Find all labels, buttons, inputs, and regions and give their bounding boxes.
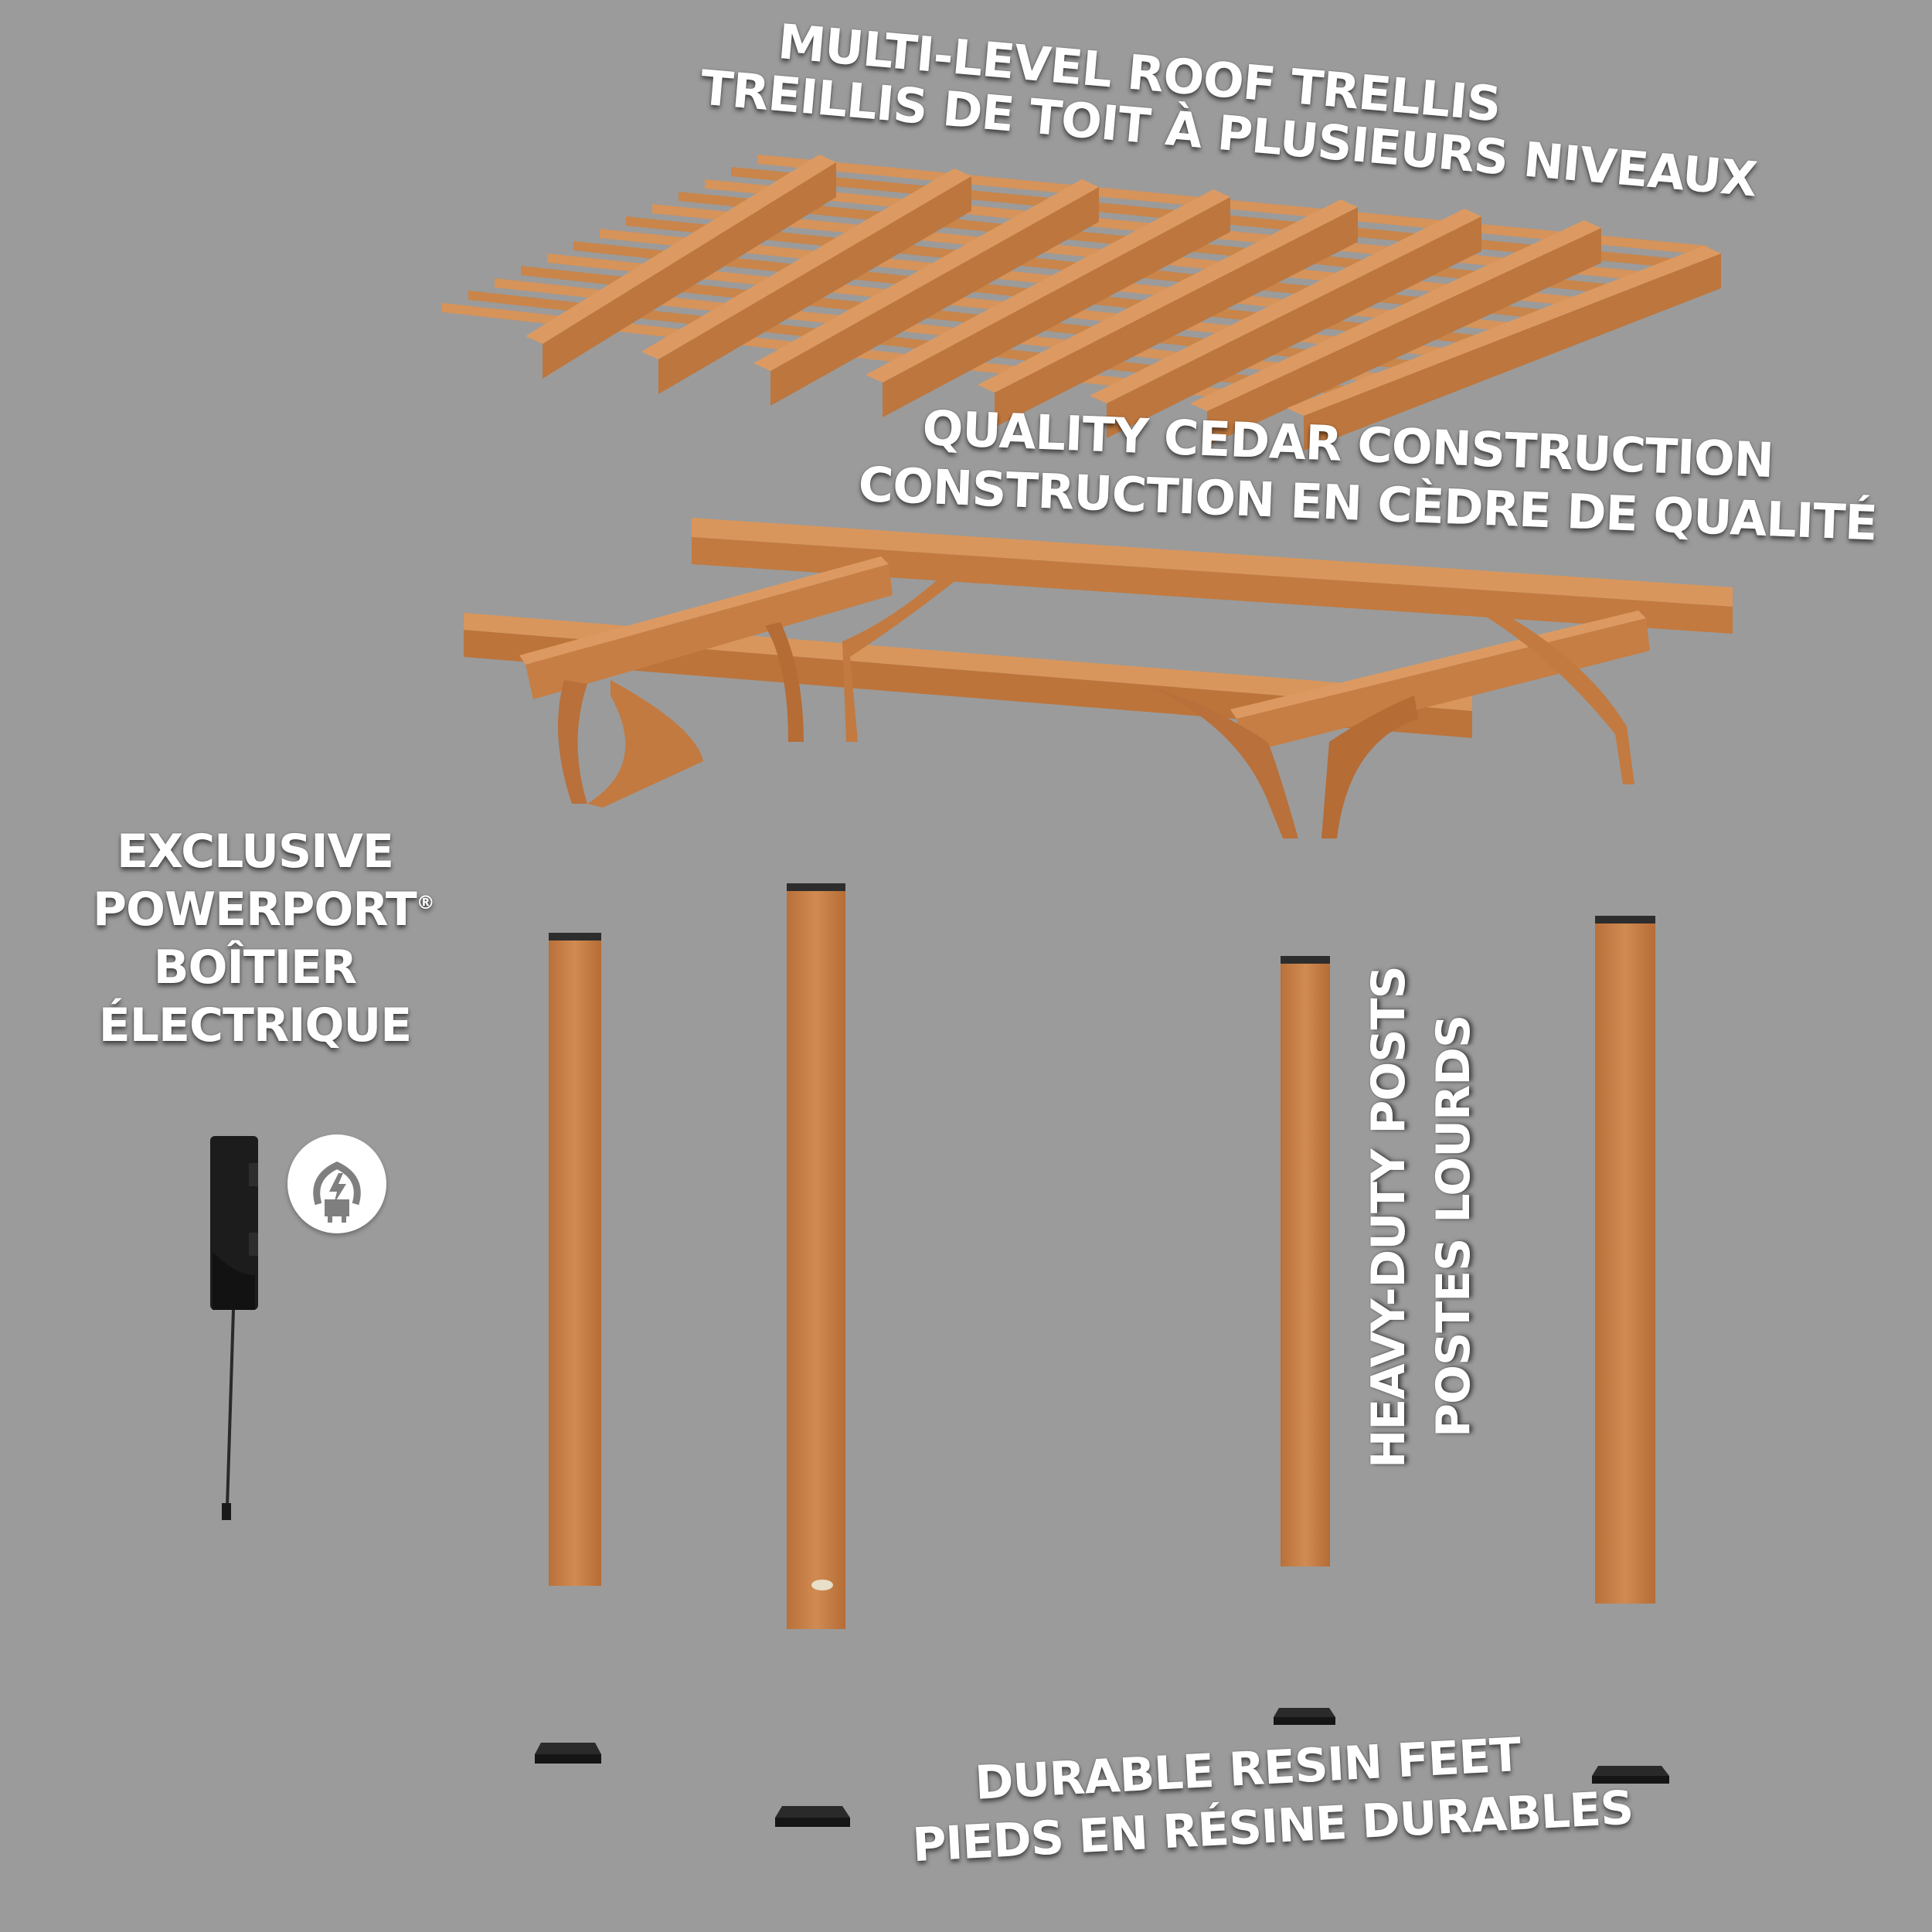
- trellis-rafter: [1090, 209, 1481, 438]
- heavy-duty-posts: [549, 883, 1655, 1629]
- trellis-rafter: [753, 179, 1099, 406]
- left-cross-beam-top: [519, 556, 889, 665]
- powerport-label-en-2: POWERPORT®: [93, 883, 435, 937]
- foot-1: [535, 1743, 601, 1764]
- foot-2: [775, 1806, 850, 1827]
- trellis-rafter: [526, 155, 836, 379]
- trellis-rafter: [978, 199, 1358, 427]
- trellis-rafter: [1190, 220, 1601, 446]
- brace-5: [1151, 688, 1298, 838]
- powerport-label-fr-1: BOÎTIER: [153, 940, 358, 995]
- posts-label-en: HEAVY-DUTY POSTS: [1362, 966, 1416, 1468]
- trellis-rafter: [1287, 246, 1721, 451]
- powerport-label-fr-2: ÉLECTRIQUE: [98, 998, 412, 1053]
- front-beam-face: [464, 630, 1472, 738]
- brace-3: [765, 622, 804, 742]
- powerport-box: [210, 1136, 258, 1520]
- foot-4: [1592, 1766, 1669, 1784]
- brace-6: [1476, 607, 1634, 784]
- post-2: [787, 883, 845, 1629]
- trellis-rafter: [641, 168, 971, 394]
- post-3: [1281, 956, 1330, 1566]
- posts-label-fr: POSTES LOURDS: [1427, 1015, 1481, 1437]
- roof-trellis: [442, 155, 1721, 451]
- powerport-label-en-1: EXCLUSIVE: [117, 825, 394, 879]
- resin-feet: [535, 1708, 1669, 1827]
- brace-2: [587, 680, 703, 808]
- trellis-rafters: [526, 155, 1721, 451]
- back-beam-top: [692, 518, 1733, 607]
- cedar-beam-frame: [464, 518, 1733, 838]
- foot-3: [1274, 1708, 1335, 1725]
- trellis-rafter: [866, 189, 1230, 417]
- powerport-label: EXCLUSIVE POWERPORT® BOÎTIER ÉLECTRIQUE: [93, 823, 435, 1055]
- brace-1: [558, 680, 587, 804]
- right-cross-beam-top: [1230, 611, 1646, 719]
- posts-label: HEAVY-DUTY POSTS POSTES LOURDS: [1356, 966, 1486, 1468]
- post-1: [549, 933, 601, 1586]
- post-4: [1595, 916, 1655, 1604]
- left-cross-beam: [526, 564, 893, 699]
- brace-4: [842, 568, 966, 742]
- brace-7: [1321, 696, 1418, 838]
- back-beam-face: [692, 537, 1733, 634]
- power-plug-bolt-icon: [287, 1134, 386, 1233]
